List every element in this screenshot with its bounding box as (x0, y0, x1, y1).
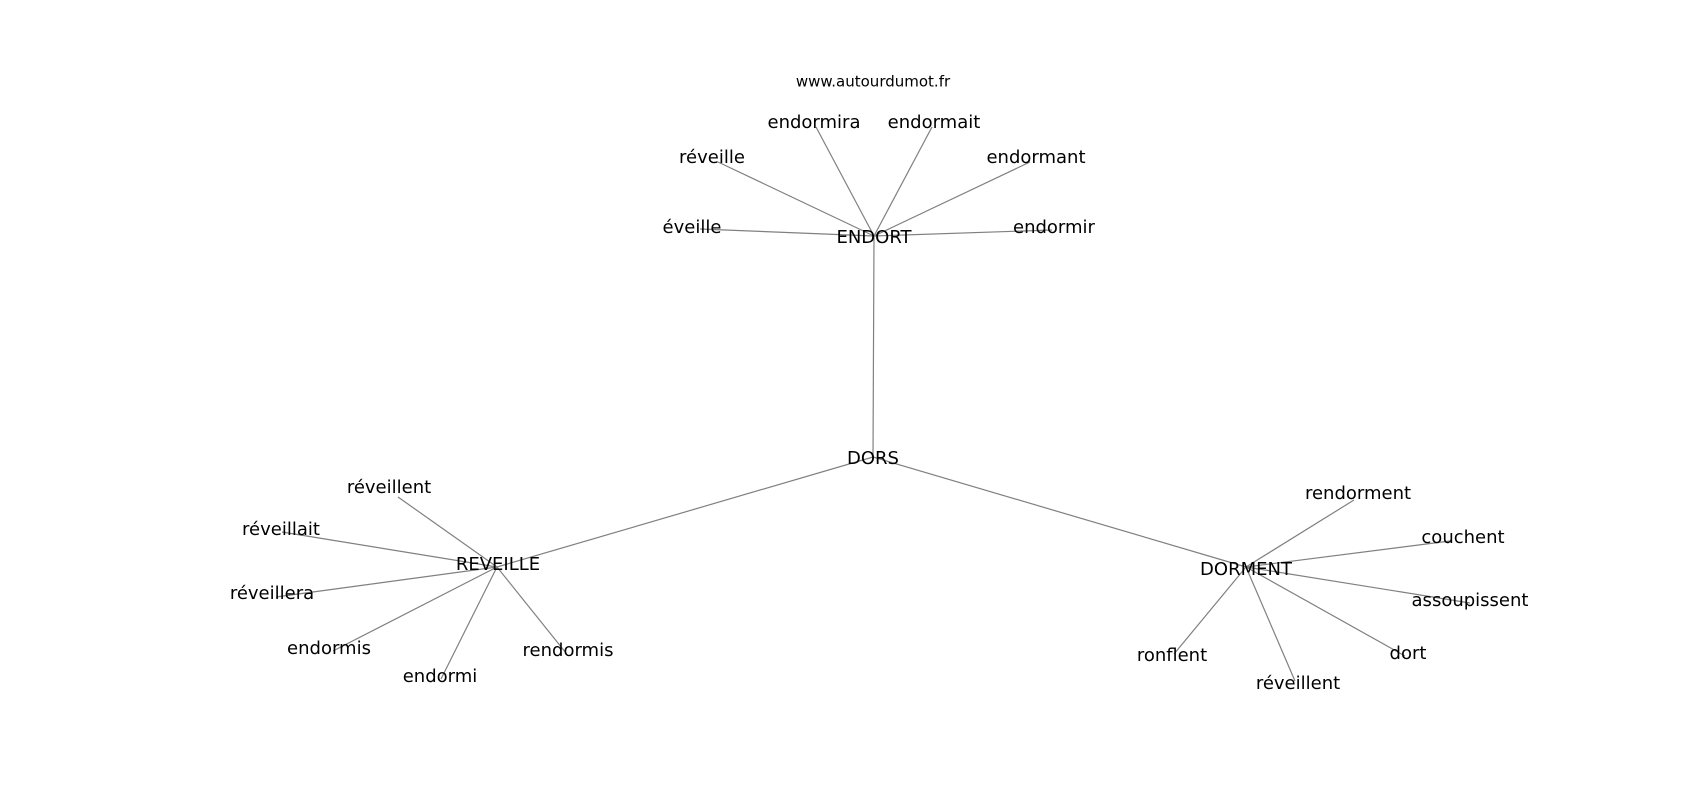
edge-hub-dorment-leaf-2 (1245, 566, 1471, 604)
edge-center-hub-dorment (872, 456, 1247, 568)
hub-dorment-leaf-label[interactable]: dort (1390, 643, 1427, 664)
hub-dorment-leaf-label[interactable]: assoupissent (1412, 590, 1529, 611)
edge-hub-dorment-leaf-1 (1245, 540, 1451, 568)
edge-hub-reveille-leaf-1 (281, 531, 498, 568)
graph-edges (275, 126, 1471, 682)
hub-reveille-leaf-label[interactable]: rendormis (523, 640, 614, 661)
edge-hub-reveille-leaf-0 (397, 496, 498, 568)
hub-endort-leaf-label[interactable]: endormait (888, 112, 981, 133)
hub-endort-leaf-label[interactable]: éveille (663, 217, 722, 238)
edge-hub-endort-leaf-5 (873, 229, 1053, 237)
edge-hub-endort-leaf-4 (699, 228, 875, 237)
hub-dorment-leaf-label[interactable]: réveillent (1256, 673, 1340, 694)
center-node-label[interactable]: DORS (847, 448, 899, 469)
edge-hub-dorment-leaf-3 (1173, 566, 1247, 655)
hub-endort-leaf-label[interactable]: endormir (1013, 217, 1096, 238)
edge-hub-dorment-leaf-5 (1245, 566, 1406, 657)
hub-reveille-leaf-label[interactable]: réveillera (230, 583, 314, 604)
hub-dorment-leaf-label[interactable]: rendorment (1305, 483, 1411, 504)
hub-reveille-label[interactable]: REVEILLE (456, 554, 540, 575)
hub-dorment-leaf-label[interactable]: ronflent (1137, 645, 1207, 666)
hub-endort-leaf-label[interactable]: endormant (986, 147, 1085, 168)
source-label[interactable]: www.autourdumot.fr (796, 73, 951, 91)
hub-endort-label[interactable]: ENDORT (836, 227, 912, 248)
edge-center-hub-endort (872, 235, 875, 458)
hub-reveille-leaf-label[interactable]: réveillait (242, 519, 320, 540)
hub-reveille-leaf-label[interactable]: endormis (287, 638, 371, 659)
edge-hub-reveille-leaf-4 (440, 566, 498, 680)
hub-reveille-leaf-label[interactable]: réveillent (347, 477, 431, 498)
hub-dorment-label[interactable]: DORMENT (1200, 559, 1293, 580)
edge-hub-dorment-leaf-4 (1245, 566, 1296, 682)
edge-hub-endort-leaf-2 (717, 161, 875, 237)
edge-hub-reveille-leaf-2 (275, 566, 498, 598)
edge-hub-dorment-leaf-0 (1245, 499, 1355, 568)
hub-reveille-leaf-label[interactable]: endormi (403, 666, 478, 687)
hub-endort-leaf-label[interactable]: endormira (768, 112, 861, 133)
edge-hub-reveille-leaf-5 (496, 566, 567, 654)
edge-center-hub-reveille (496, 456, 874, 568)
edge-hub-reveille-leaf-3 (332, 566, 498, 652)
edge-hub-endort-leaf-3 (873, 161, 1031, 237)
hub-endort-leaf-label[interactable]: réveille (679, 147, 745, 168)
hub-dorment-leaf-label[interactable]: couchent (1421, 527, 1504, 548)
edge-hub-endort-leaf-1 (873, 126, 933, 237)
edge-hub-endort-leaf-0 (815, 126, 875, 237)
graph-labels: www.autourdumot.fr DORS ENDORT endormira e… (230, 73, 1529, 695)
